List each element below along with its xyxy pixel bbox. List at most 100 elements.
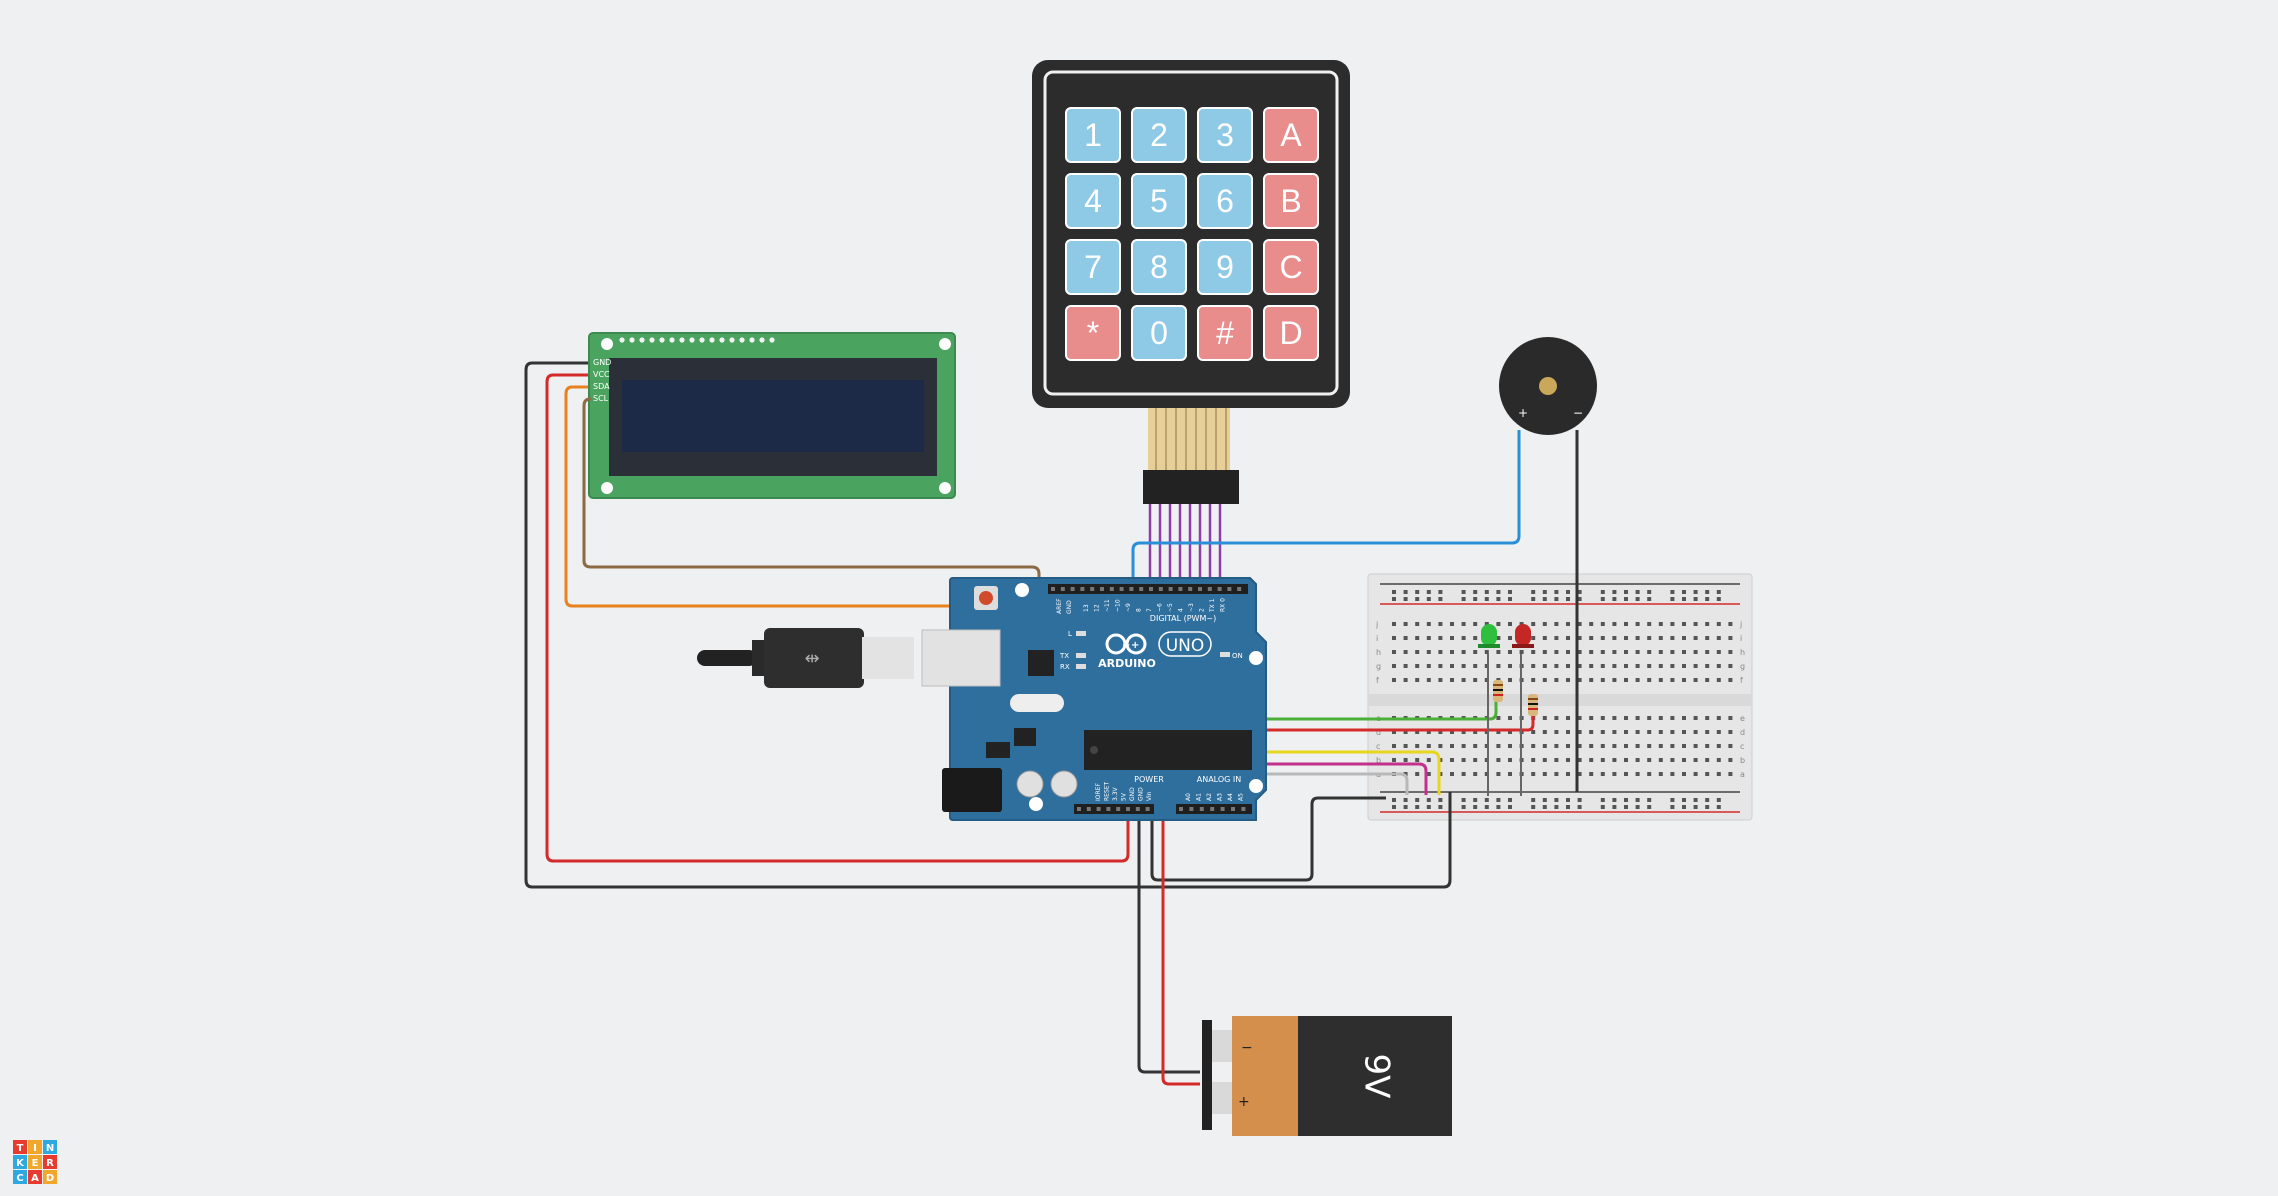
logo-letter: E [32, 1158, 39, 1169]
bb-letter: j [1375, 620, 1378, 629]
keypad-key[interactable]: B [1263, 173, 1319, 229]
digital-header[interactable] [1048, 584, 1248, 594]
l-led [1076, 631, 1086, 636]
wire-battery-negative[interactable] [1137, 818, 1200, 1074]
reset-button[interactable] [979, 591, 993, 605]
keypad-key[interactable]: D [1263, 305, 1319, 361]
digital-pin-label: RX 0 [1220, 598, 1227, 612]
keypad-key-label: 0 [1150, 315, 1168, 351]
bb-letter: i [1376, 634, 1378, 643]
keypad-key-label: B [1280, 183, 1301, 219]
atmega-chip [1084, 730, 1252, 770]
digital-pin-label: 4 [1178, 608, 1185, 612]
keypad-key-label: 6 [1216, 183, 1234, 219]
keypad-key[interactable]: 7 [1065, 239, 1121, 295]
power-pin-label: 3.3V [1112, 786, 1119, 801]
battery-cap [1202, 1020, 1212, 1130]
power-header[interactable] [1074, 804, 1154, 814]
led-green[interactable] [1478, 624, 1500, 648]
rx-label: RX [1060, 663, 1070, 671]
keypad-key-label: 5 [1150, 183, 1168, 219]
board-hole [1029, 797, 1043, 811]
usb-cable-end [697, 650, 757, 666]
keypad-key[interactable]: 1 [1065, 107, 1121, 163]
logo-letter: N [46, 1143, 54, 1154]
resistor-2[interactable] [1528, 694, 1538, 716]
lcd-pin-gnd: GND [593, 358, 611, 367]
digital-pin-label: ~10 [1115, 599, 1122, 612]
wire-keypad-bundle[interactable] [1148, 503, 1222, 590]
usb-port [921, 629, 1001, 687]
keypad-key[interactable]: # [1197, 305, 1253, 361]
keypad-key[interactable]: 8 [1131, 239, 1187, 295]
battery-9v[interactable]: − + 9V [1202, 1016, 1452, 1136]
arduino-uno[interactable]: − + UNO ARDUINO DIGITAL (PWM~) POWER ANA… [921, 577, 1267, 821]
regulator [986, 742, 1010, 758]
leds[interactable] [1478, 624, 1538, 716]
power-pin-label: GND [1138, 787, 1145, 801]
keypad-key[interactable]: 9 [1197, 239, 1253, 295]
digital-pin-label: 7 [1146, 608, 1153, 612]
power-pin-label: Vin [1146, 791, 1153, 801]
wire-arduino-gnd[interactable] [1150, 796, 1386, 882]
resistor-1[interactable] [1493, 680, 1503, 702]
digital-pin-label: 12 [1094, 604, 1101, 612]
buzzer-minus: − [1573, 406, 1583, 420]
logo-tile [13, 1155, 27, 1169]
keypad-key[interactable]: 2 [1131, 107, 1187, 163]
analog-label: ANALOG IN [1197, 775, 1242, 784]
wire-lcd-gnd[interactable] [524, 361, 1452, 889]
keypad-key[interactable]: 0 [1131, 305, 1187, 361]
usb-metal [862, 637, 914, 679]
led-red[interactable] [1512, 624, 1534, 648]
keypad-key[interactable]: 5 [1131, 173, 1187, 229]
keypad-key-label: 8 [1150, 249, 1168, 285]
keypad-key-label: C [1279, 249, 1302, 285]
piezo-buzzer[interactable]: + − [1499, 337, 1597, 435]
lcd-16x2-i2c[interactable]: GND VCC SDA SCL [588, 332, 956, 499]
bb-letter: i [1740, 634, 1742, 643]
keypad-key[interactable]: 6 [1197, 173, 1253, 229]
digital-pin-label: ~6 [1157, 603, 1164, 612]
logo-letter: K [16, 1158, 25, 1169]
wire-battery-positive[interactable] [1161, 818, 1200, 1086]
bb-letter: g [1740, 662, 1745, 671]
keypad-key-label: 2 [1150, 117, 1168, 153]
logo-tile [28, 1140, 42, 1154]
wire-lcd-vcc[interactable] [545, 373, 1130, 863]
tx-label: TX [1059, 652, 1069, 660]
wire-lcd-scl[interactable] [582, 397, 1041, 590]
digital-pin-label: 8 [1136, 608, 1143, 612]
analog-pin-label: A2 [1206, 793, 1213, 801]
digital-pin-label: ~11 [1104, 599, 1111, 612]
header-pins [1051, 587, 1246, 811]
lcd-mount-hole [939, 338, 951, 350]
logo-tile [43, 1170, 57, 1184]
keypad-key[interactable]: 3 [1197, 107, 1253, 163]
keypad-key-label: D [1279, 315, 1302, 351]
logo-letter: I [33, 1143, 37, 1154]
analog-pin-label: A1 [1196, 793, 1203, 801]
keypad-key[interactable]: * [1065, 305, 1121, 361]
aref-label: AREF [1056, 598, 1063, 614]
battery-minus: − [1241, 1040, 1253, 1056]
usb-chip [1028, 650, 1054, 676]
keypad-key[interactable]: A [1263, 107, 1319, 163]
bb-letter: h [1740, 648, 1745, 657]
power-pin-label: 5V [1121, 792, 1128, 801]
breadboard-holes[interactable] [1392, 590, 1733, 809]
lcd-pin-sda: SDA [593, 382, 610, 391]
keypad-key[interactable]: 4 [1065, 173, 1121, 229]
battery-copper [1232, 1016, 1298, 1136]
arduino-logo: − + [1105, 633, 1147, 655]
bb-letter: a [1740, 770, 1745, 779]
wire-buzzer-positive[interactable] [1131, 430, 1521, 590]
keypad-key[interactable]: C [1263, 239, 1319, 295]
usb-cable[interactable]: ⇹ [697, 628, 914, 688]
